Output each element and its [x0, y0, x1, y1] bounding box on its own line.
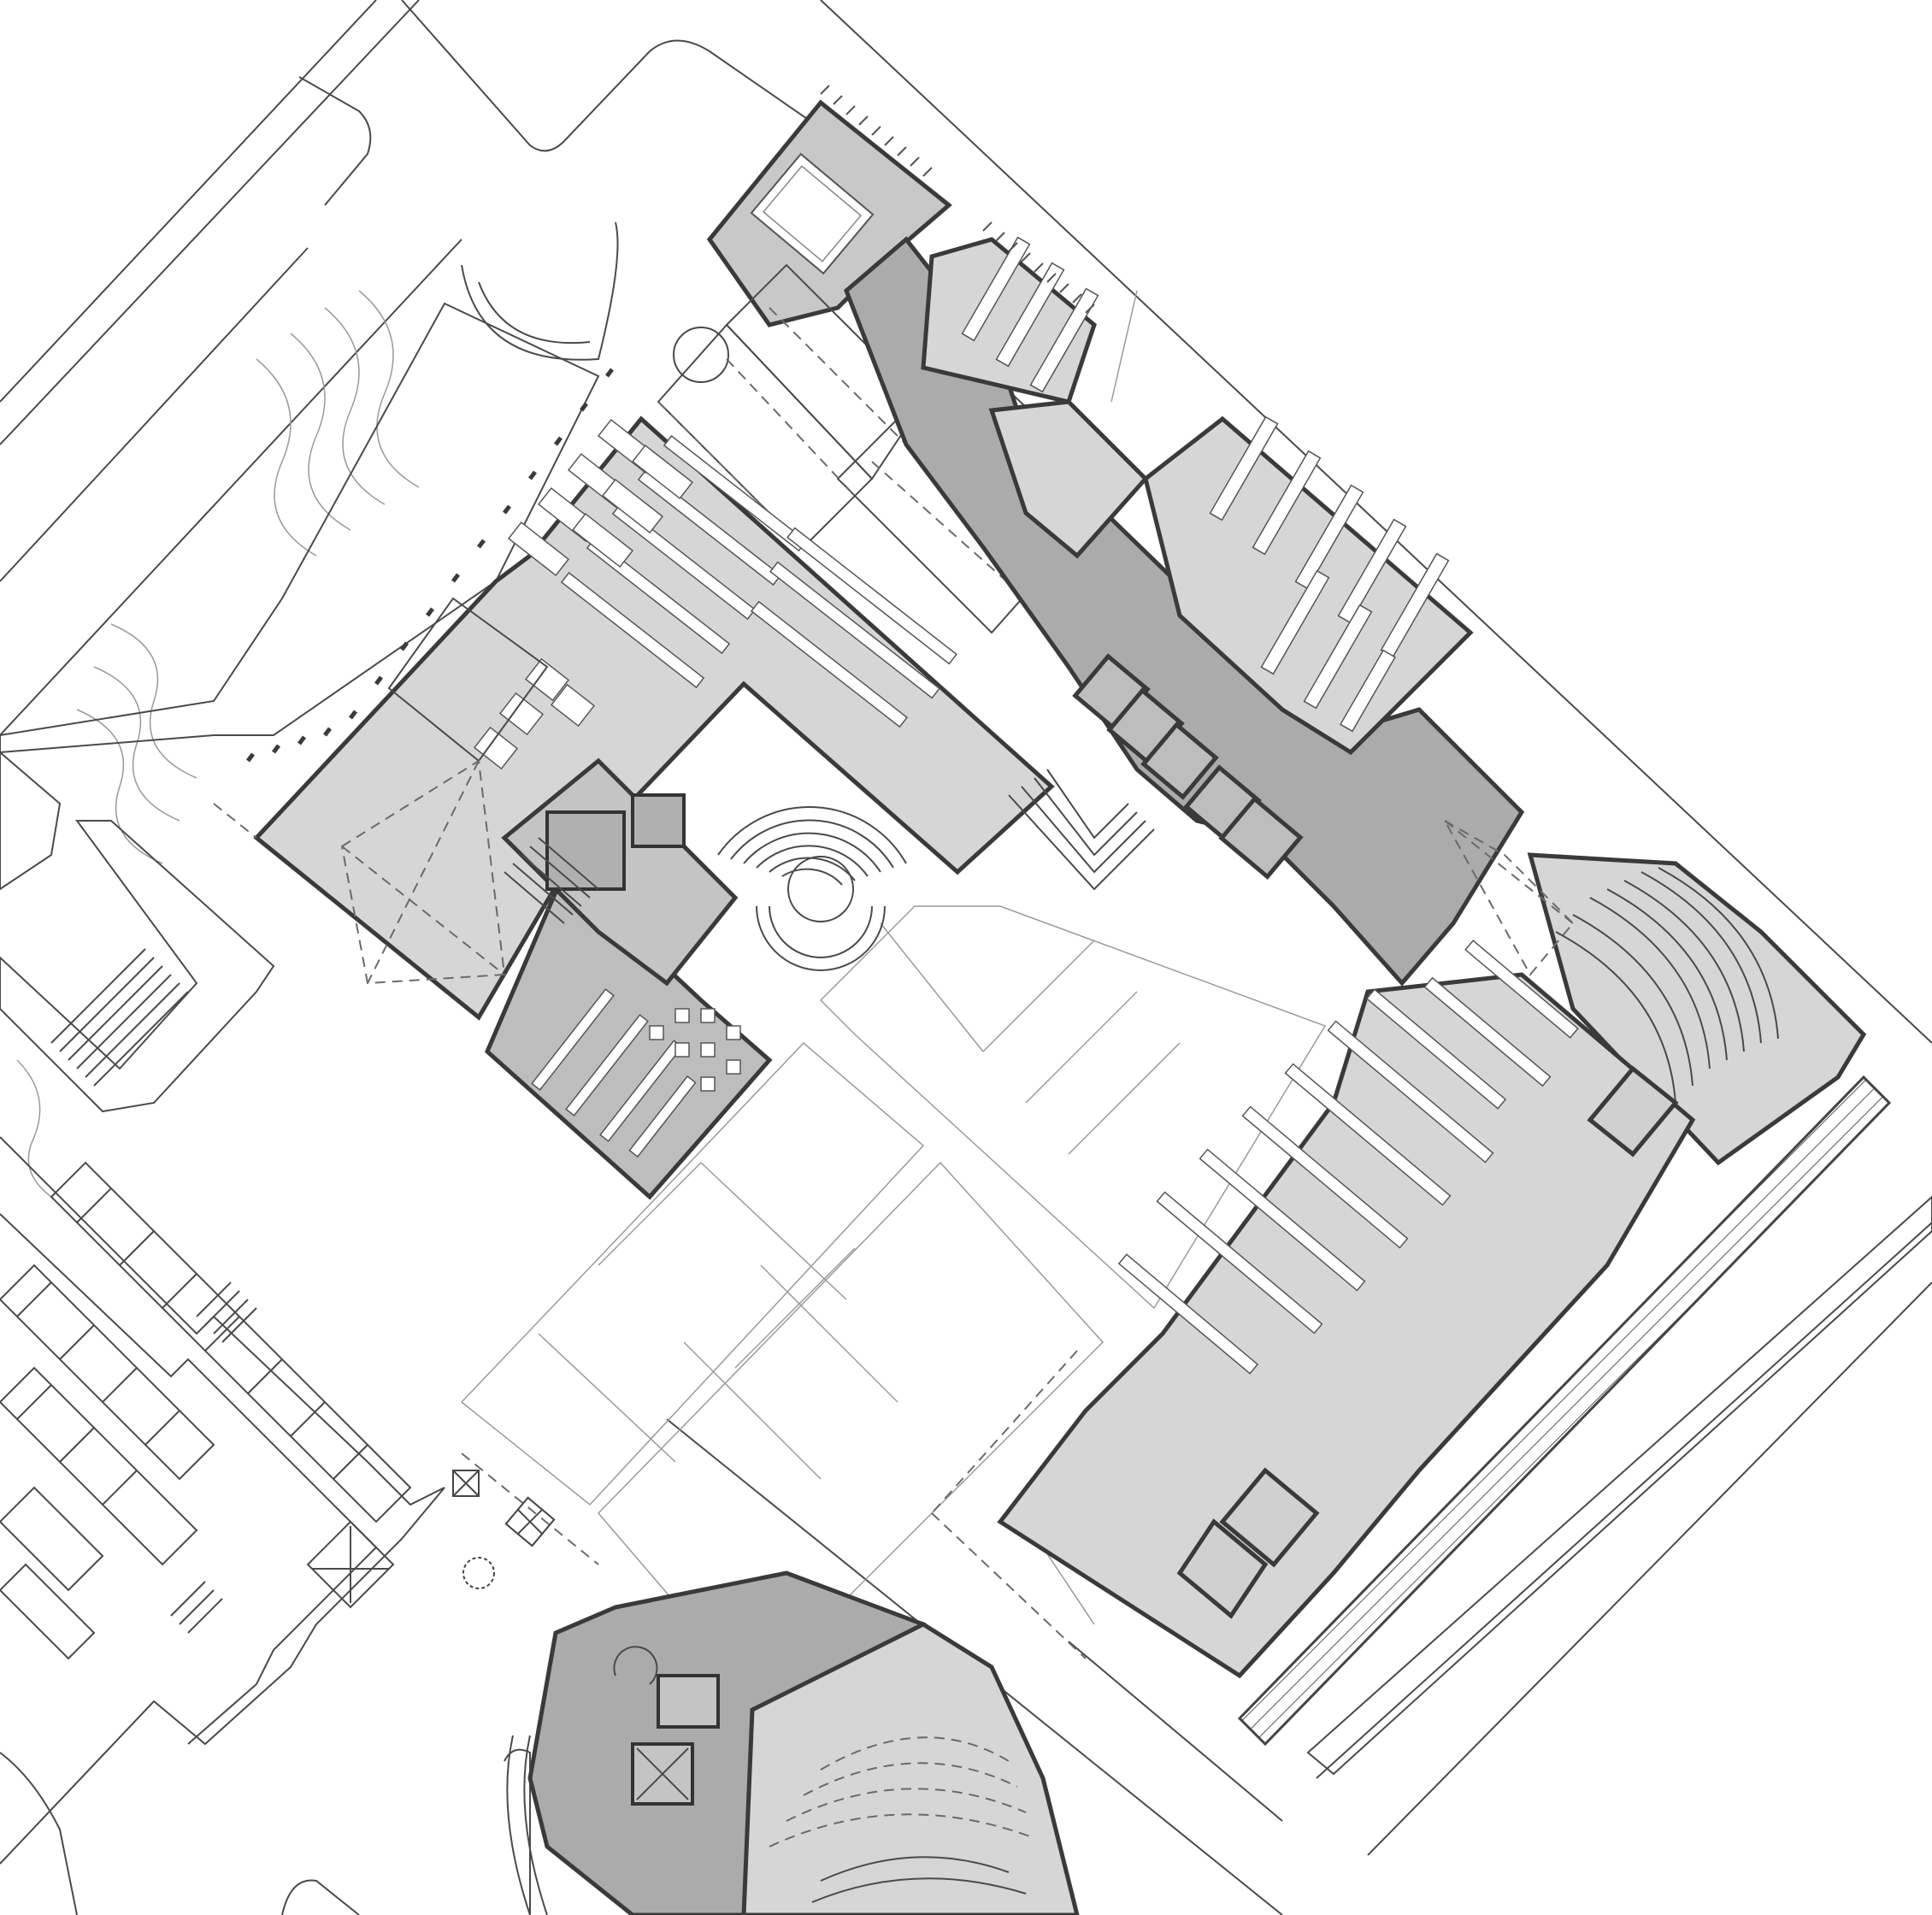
- reading-hall-tables: [473, 418, 694, 770]
- auditorium-building: [506, 1570, 1080, 1915]
- path-markers: [246, 368, 614, 763]
- zone-south-east-wing: [997, 972, 1696, 1679]
- shelves-ne: [961, 236, 1450, 733]
- north-facade-fins: [820, 85, 1095, 314]
- lecture-hall-seating: [1555, 867, 1779, 1104]
- zone-auditorium: [527, 1570, 927, 1915]
- west-study-shelves: [531, 988, 697, 1158]
- atrium-stair: [504, 837, 599, 924]
- zone-library-reading-hall: [253, 415, 1055, 1021]
- west-small-stair: [170, 1282, 257, 1634]
- plan-symbols: [340, 759, 1575, 1589]
- auditorium-seating: [769, 1736, 1035, 1903]
- courtyard-steps: [1008, 769, 1155, 891]
- se-parking-hatch: [1237, 1075, 1892, 1747]
- courtyard-amphitheater: [717, 806, 907, 971]
- se-shelves: [1117, 940, 1579, 1375]
- spine-rooms: [1072, 653, 1304, 881]
- west-building-block: [0, 751, 445, 1865]
- west-stairs: [50, 948, 189, 1087]
- west-room-row: [0, 1161, 412, 1660]
- study-carrels: [649, 1008, 741, 1092]
- library-building: [213, 99, 1892, 1747]
- se-rooms: [1176, 1065, 1679, 1619]
- north-landscape: [0, 221, 729, 763]
- reading-hall-shelves: [560, 434, 957, 728]
